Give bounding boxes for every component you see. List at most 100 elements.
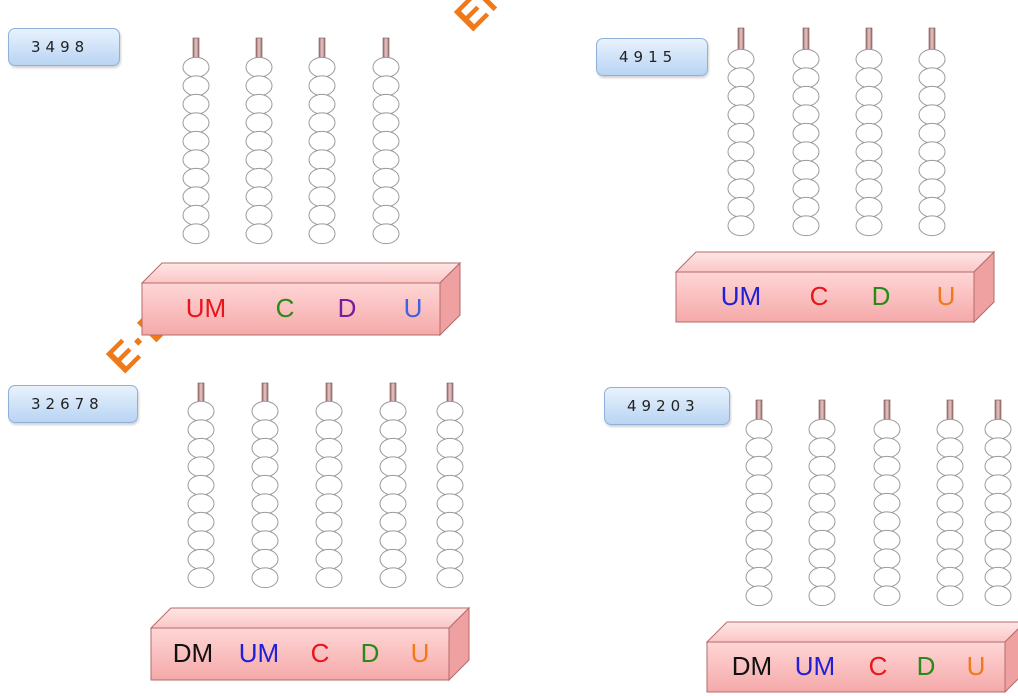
abacus-1-bead: [372, 56, 400, 78]
abacus-1-bead: [308, 149, 336, 171]
abacus-4-bead: [984, 548, 1012, 570]
abacus-4-bead: [745, 418, 773, 440]
abacus-2-bead: [792, 104, 820, 126]
abacus-3-bead: [315, 474, 343, 496]
abacus-1-bead: [245, 75, 273, 97]
abacus-1-bead: [372, 93, 400, 115]
abacus-1-label-u: U: [404, 293, 423, 323]
abacus-2-bead: [855, 215, 883, 237]
abacus-4-bead: [745, 437, 773, 459]
abacus-1-bead: [182, 75, 210, 97]
abacus-4-label-um: UM: [795, 651, 835, 681]
abacus-1-bead: [182, 186, 210, 208]
abacus-1-bead: [182, 204, 210, 226]
abacus-1-bead: [245, 223, 273, 245]
abacus-1-bead: [308, 186, 336, 208]
abacus-4-bead: [936, 437, 964, 459]
abacus-4-bead: [808, 585, 836, 607]
abacus-1-bead: [245, 186, 273, 208]
abacus-4-bead: [936, 418, 964, 440]
abacus-3-bead: [251, 548, 279, 570]
abacus-2-base-top: [674, 251, 996, 273]
abacus-2-label-d: D: [872, 281, 891, 311]
abacus-3-bead: [251, 400, 279, 422]
abacus-2-bead: [727, 159, 755, 181]
abacus-4-bead: [936, 529, 964, 551]
abacus-4-bead: [936, 511, 964, 533]
abacus-4-bead: [984, 474, 1012, 496]
abacus-1-bead: [245, 149, 273, 171]
abacus-2-bead: [918, 159, 946, 181]
abacus-1-bead: [372, 75, 400, 97]
number-box-1: 3498: [8, 28, 120, 66]
abacus-1-base-top: [140, 262, 462, 284]
abacus-3-bead: [379, 474, 407, 496]
abacus-4-bead: [936, 585, 964, 607]
abacus-1-base-front: [141, 282, 441, 336]
abacus-4-bead: [873, 492, 901, 514]
abacus-4-bead: [745, 566, 773, 588]
abacus-1-bead: [182, 130, 210, 152]
abacus-3-bead: [379, 567, 407, 589]
abacus-2-bead: [918, 178, 946, 200]
number-box-2: 4915: [596, 38, 708, 76]
abacus-1-bead: [245, 130, 273, 152]
abacus-2-bead: [855, 141, 883, 163]
abacus-2-bead: [792, 122, 820, 144]
abacus-1-bead: [182, 112, 210, 134]
abacus-2-bead: [855, 196, 883, 218]
abacus-2-bead: [792, 196, 820, 218]
abacus-3-bead: [251, 456, 279, 478]
abacus-3-bead: [379, 400, 407, 422]
abacus-1-bead: [308, 93, 336, 115]
abacus-2-base-front: [675, 271, 975, 323]
abacus-3-bead: [315, 548, 343, 570]
abacus-4-bead: [984, 437, 1012, 459]
abacus-2-bead: [855, 178, 883, 200]
abacus-2-bead: [855, 104, 883, 126]
abacus-3-bead: [251, 419, 279, 441]
abacus-1-bead: [308, 167, 336, 189]
abacus-3-bead: [251, 567, 279, 589]
abacus-3-bead: [315, 493, 343, 515]
abacus-3-bead: [436, 456, 464, 478]
abacus-2-bead: [792, 48, 820, 70]
abacus-1-bead: [372, 112, 400, 134]
abacus-3-bead: [187, 548, 215, 570]
abacus-4-bead: [808, 437, 836, 459]
abacus-4-bead: [984, 492, 1012, 514]
abacus-2-bead: [727, 196, 755, 218]
abacus-4-bead: [808, 566, 836, 588]
abacus-3-bead: [379, 419, 407, 441]
abacus-4-bead: [984, 511, 1012, 533]
abacus-4-bead: [873, 585, 901, 607]
abacus-3-bead: [187, 567, 215, 589]
abacus-1-bead: [372, 130, 400, 152]
abacus-2-bead: [727, 178, 755, 200]
abacus-4-bead: [873, 511, 901, 533]
abacus-3-bead: [436, 437, 464, 459]
abacus-3-bead: [315, 567, 343, 589]
abacus-1-bead: [182, 93, 210, 115]
abacus-4-bead: [984, 418, 1012, 440]
number-box-4: 49203: [604, 387, 730, 425]
abacus-4-bead: [984, 529, 1012, 551]
abacus-1-bead: [245, 56, 273, 78]
abacus-2-bead: [792, 67, 820, 89]
abacus-4-bead: [808, 474, 836, 496]
abacus-4-bead: [745, 585, 773, 607]
abacus-1-bead: [308, 56, 336, 78]
abacus-1-bead: [372, 223, 400, 245]
abacus-4-bead: [873, 474, 901, 496]
abacus-2-bead: [792, 85, 820, 107]
abacus-2-bead: [855, 159, 883, 181]
abacus-4-bead: [808, 418, 836, 440]
abacus-2-bead: [792, 141, 820, 163]
abacus-2-bead: [727, 215, 755, 237]
abacus-4-bead: [745, 492, 773, 514]
abacus-1-bead: [308, 130, 336, 152]
abacus-3-bead: [251, 474, 279, 496]
abacus-3-bead: [436, 567, 464, 589]
abacus-3-label-um: UM: [239, 638, 279, 668]
